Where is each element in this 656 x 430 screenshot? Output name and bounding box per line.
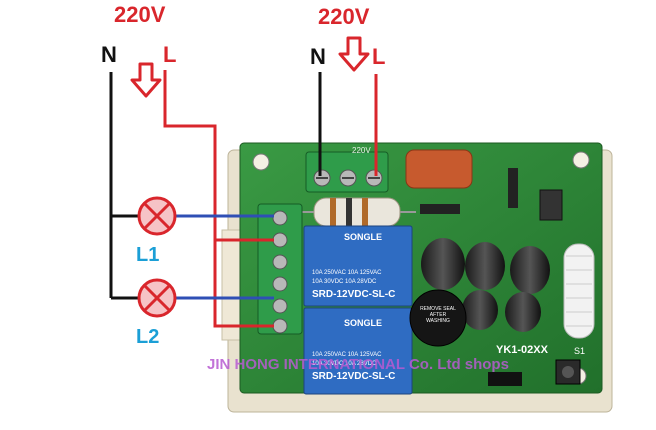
relay-1-brand: SONGLE <box>344 232 383 242</box>
right-live-label: L <box>372 44 386 69</box>
buzzer <box>409 289 467 347</box>
right-neutral-label: N <box>310 44 326 69</box>
power-resistor <box>300 197 416 227</box>
right-voltage-label: 220V <box>318 4 370 29</box>
switch-label: S1 <box>574 346 586 356</box>
mount-hole <box>572 151 590 169</box>
diode <box>508 168 518 208</box>
left-live-label: L <box>163 42 177 67</box>
enclosure-side <box>221 229 241 341</box>
down-arrow-icon <box>130 62 162 98</box>
mount-hole <box>252 153 270 171</box>
watermark: JIN HONG INTERNATIONAL Co. Ltd shops <box>207 356 509 373</box>
terminal-screws-top <box>313 169 383 187</box>
diode <box>420 204 460 214</box>
relay-2 <box>303 307 413 395</box>
lamp2-label: L2 <box>136 326 160 348</box>
relay-1-part: SRD-12VDC-SL-C <box>312 289 396 300</box>
lamp-icon <box>137 278 177 318</box>
learn-switch-button <box>562 366 574 378</box>
board-model: YK1-02XX <box>496 344 548 356</box>
down-arrow-icon <box>338 36 370 72</box>
antenna-coil <box>563 243 595 339</box>
electrolytic-capacitors <box>421 238 550 332</box>
relay-2-part: SRD-12VDC-SL-C <box>312 371 396 382</box>
relay-2-brand: SONGLE <box>344 318 383 328</box>
left-neutral-label: N <box>101 42 117 67</box>
relay-1-rating-1: 10A 250VAC 10A 125VAC <box>312 270 382 276</box>
terminal-screws-left <box>272 210 288 334</box>
relay-2-rating-2: 10A 30VDC 10A 28VDC <box>312 361 377 367</box>
relay-1 <box>303 225 413 307</box>
terminal-label-top: 220V <box>352 146 371 155</box>
small-component <box>539 189 563 221</box>
jumper-header <box>488 372 522 386</box>
lamp-icon <box>137 196 177 236</box>
left-voltage-label: 220V <box>114 2 166 27</box>
lamp1-label: L1 <box>136 244 160 266</box>
buzzer-label: REMOVE SEAL AFTER WASHING <box>420 306 456 324</box>
live-wire-left <box>163 70 274 328</box>
relay-1-rating-2: 10A 30VDC 10A 28VDC <box>312 279 377 285</box>
film-capacitor <box>405 149 473 189</box>
relay-2-rating-1: 10A 250VAC 10A 125VAC <box>312 352 382 358</box>
